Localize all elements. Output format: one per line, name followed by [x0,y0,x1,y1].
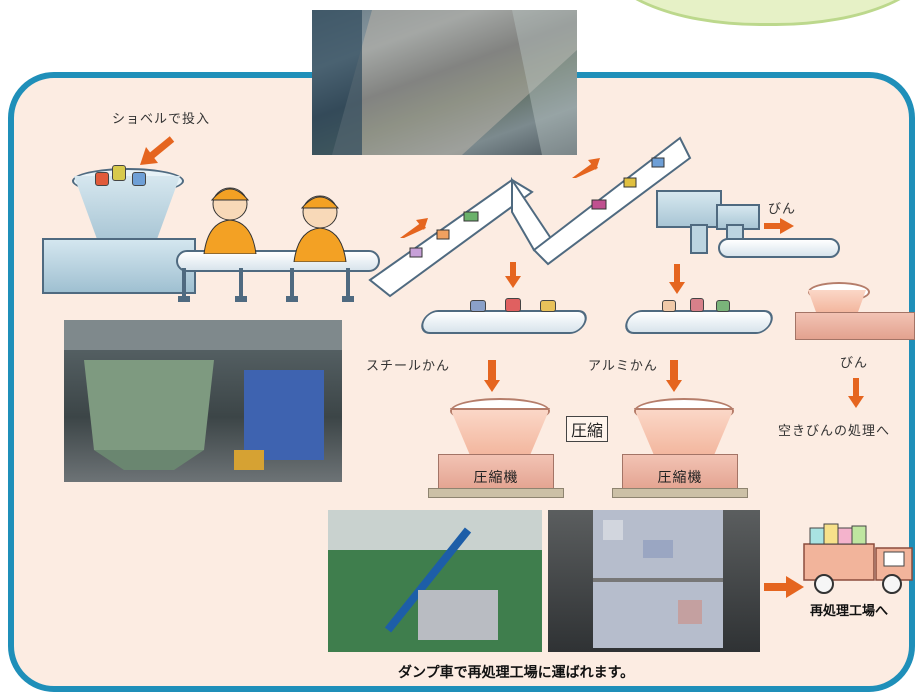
empty-bottle-label: 空きびんの処理へ [778,424,891,439]
press-label: 圧縮機 [473,470,519,486]
belt-legs [178,268,354,302]
conveyor-icon [368,136,692,298]
shovel-arrow-icon [140,136,175,165]
decorative-blob [600,0,923,26]
aluminum-belt [621,310,777,334]
worker-icon [203,187,257,254]
arrow-icon [400,218,428,238]
photo-crusher [64,320,342,482]
press-machine-1: 圧縮機 [438,454,554,492]
magnet-icon [656,190,722,228]
arrow-icon [764,576,804,598]
can [690,298,704,312]
can [505,298,521,312]
arrow-icon [764,218,794,234]
steel-belt [417,310,591,334]
can [132,172,146,186]
arrow-icon [484,380,500,392]
can [662,300,676,312]
worker-icon [293,195,347,262]
compress-label: 圧縮 [566,416,609,442]
press-base [428,488,564,498]
press-label: 圧縮機 [657,470,703,486]
feeder-base [42,238,196,294]
can [540,300,556,312]
can [112,165,126,181]
photo-compressed-bale [548,510,760,652]
arrow-icon [488,360,496,380]
to-plant-label: 再処理工場へ [810,604,889,619]
aluminum-can-label: アルミかん [588,359,658,374]
bottle-belt [718,238,840,258]
press-machine-2: 圧縮機 [622,454,738,492]
arrow-icon [848,396,864,408]
can [716,300,730,312]
truck-icon [803,523,913,594]
arrow-icon [670,360,678,380]
arrow-icon [853,378,859,396]
bottle-bottom-label: びん [840,356,869,371]
arrow-icon [572,158,600,178]
press-base [612,488,748,498]
separator-nozzle [690,224,708,254]
arrow-icon [505,276,521,288]
photo-crane [328,510,542,652]
arrow-icon [510,262,516,276]
photo-can-conveyor [312,10,577,155]
caption: ダンプ車で再処理工場に運ばれます。 [398,665,635,681]
bottle-bin [808,290,866,314]
can [95,172,109,186]
arrow-icon [674,264,680,282]
arrow-icon [669,282,685,294]
steel-can-label: スチールかん [366,359,451,374]
can [470,300,486,312]
arrow-icon [666,380,682,392]
bottle-top-label: びん [768,202,797,217]
bottle-box [795,312,915,340]
shovel-label: ショベルで投入 [112,112,211,127]
